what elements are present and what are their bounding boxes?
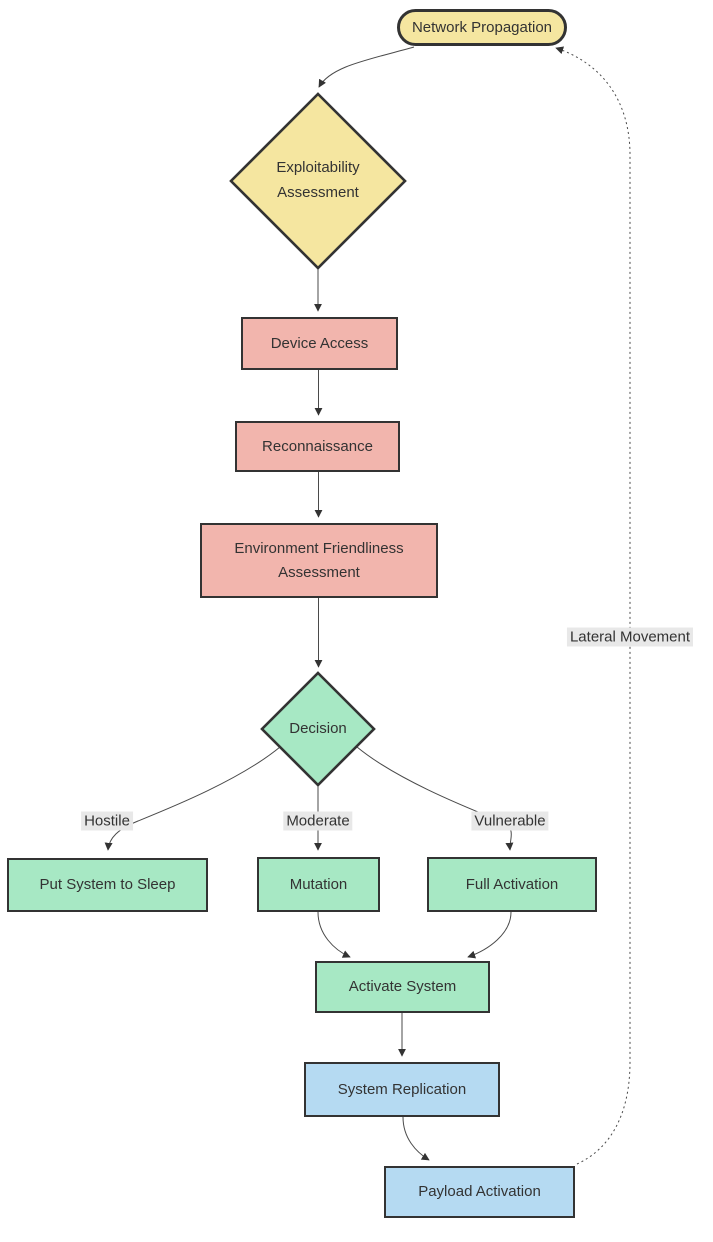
node-label: System Replication (337, 1080, 467, 1098)
node-label: Full Activation (465, 875, 559, 893)
node-device-access: Device Access (241, 317, 398, 370)
node-activate-system: Activate System (315, 961, 490, 1013)
node-mutation: Mutation (257, 857, 380, 912)
node-put-system-to-sleep: Put System to Sleep (7, 858, 208, 912)
edge-label-vulnerable: Vulnerable (471, 811, 549, 831)
edge-network-propagation-to-exploitability (318, 46, 415, 88)
node-environment-friendliness-assessment: Environment Friendliness Assessment (200, 523, 438, 598)
node-label: Environment Friendliness Assessment (234, 539, 404, 581)
edge-payload-activation-to-network-propagation (555, 46, 631, 1165)
node-label: Mutation (289, 875, 348, 893)
node-label: Reconnaissance (262, 437, 373, 455)
node-system-replication: System Replication (304, 1062, 500, 1117)
edge-decision-to-put-system-to-sleep (104, 746, 281, 851)
edge-label-moderate: Moderate (283, 811, 353, 831)
node-payload-activation: Payload Activation (384, 1166, 575, 1218)
exploitability-assessment-diamond (229, 92, 407, 270)
edge-mutation-to-activate-system (317, 911, 351, 958)
edge-label-hostile: Hostile (81, 811, 133, 831)
node-exploitability-assessment: Exploitability Assessment (248, 144, 388, 218)
edge-label-lateral-movement: Lateral Movement (566, 627, 694, 647)
node-label: Decision (289, 719, 347, 737)
node-network-propagation: Network Propagation (397, 9, 567, 46)
node-reconnaissance: Reconnaissance (235, 421, 400, 472)
decision-diamond (260, 671, 376, 787)
node-label: Exploitability Assessment (276, 159, 360, 201)
edge-system-replication-to-payload-activation (402, 1116, 430, 1161)
edge-full-activation-to-activate-system (467, 911, 512, 959)
node-decision: Decision (258, 714, 378, 744)
node-label: Payload Activation (418, 1183, 541, 1200)
edge-decision-to-full-activation (356, 746, 514, 851)
node-label: Network Propagation (411, 18, 553, 36)
node-label: Activate System (348, 978, 457, 995)
node-label: Device Access (270, 334, 369, 352)
node-label: Put System to Sleep (39, 876, 176, 893)
node-full-activation: Full Activation (427, 857, 597, 912)
